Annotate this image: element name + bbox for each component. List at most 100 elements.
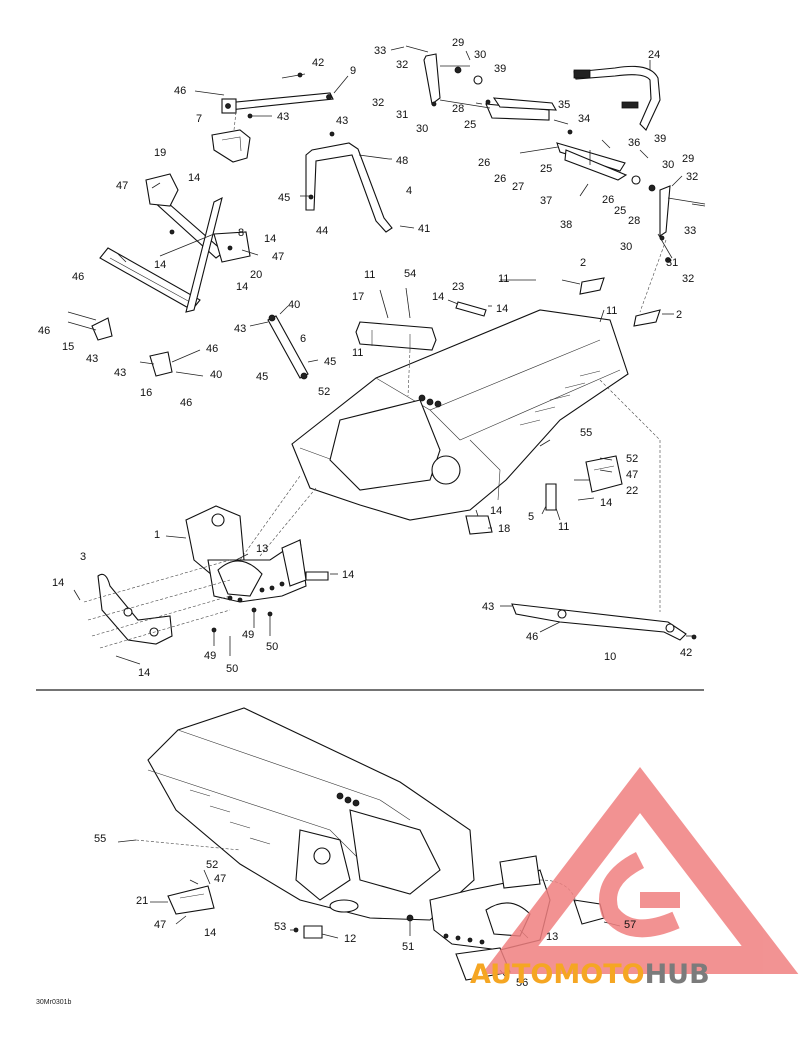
callout-label-11: 11 bbox=[558, 521, 569, 533]
callout-label-14: 14 bbox=[600, 497, 612, 509]
callout-label-16: 16 bbox=[140, 387, 152, 399]
callout-label-13: 13 bbox=[546, 931, 558, 943]
callout-label-32: 32 bbox=[682, 273, 694, 285]
callout-label-3: 3 bbox=[80, 551, 86, 563]
callout-label-29: 29 bbox=[682, 153, 694, 165]
callout-label-45: 45 bbox=[278, 192, 290, 204]
callout-label-49: 49 bbox=[242, 629, 254, 641]
callout-label-14: 14 bbox=[188, 172, 200, 184]
callout-label-52: 52 bbox=[318, 386, 330, 398]
callout-label-22: 22 bbox=[626, 485, 638, 497]
callout-label-30: 30 bbox=[474, 49, 486, 61]
callout-label-33: 33 bbox=[374, 45, 386, 57]
watermark-part-hub: HUB bbox=[645, 959, 710, 990]
main-chassis-lower bbox=[135, 707, 475, 921]
callout-label-21: 21 bbox=[136, 895, 148, 907]
watermark-logo bbox=[481, 766, 799, 974]
callout-label-30: 30 bbox=[662, 159, 674, 171]
callout-label-53: 53 bbox=[274, 921, 286, 933]
part-9-arm bbox=[194, 72, 349, 119]
callout-label-14: 14 bbox=[342, 569, 354, 581]
callout-label-31: 31 bbox=[666, 257, 678, 269]
callout-label-42: 42 bbox=[312, 57, 324, 69]
callout-label-45: 45 bbox=[324, 356, 336, 368]
callout-label-52: 52 bbox=[206, 859, 218, 871]
callout-label-47: 47 bbox=[214, 873, 226, 885]
callout-label-50: 50 bbox=[226, 663, 238, 675]
callout-label-2: 2 bbox=[580, 257, 586, 269]
callout-label-30: 30 bbox=[620, 241, 632, 253]
callout-label-25: 25 bbox=[464, 119, 476, 131]
callout-label-34: 34 bbox=[578, 113, 590, 125]
callout-label-24: 24 bbox=[648, 49, 660, 61]
callout-label-7: 7 bbox=[196, 113, 202, 125]
callout-label-9: 9 bbox=[350, 65, 356, 77]
callout-label-47: 47 bbox=[272, 251, 284, 263]
callout-label-15: 15 bbox=[62, 341, 74, 353]
callout-label-14: 14 bbox=[204, 927, 216, 939]
callout-label-50: 50 bbox=[266, 641, 278, 653]
part-10-arm bbox=[500, 603, 697, 641]
callout-label-20: 20 bbox=[250, 269, 262, 281]
callout-label-12: 12 bbox=[344, 933, 356, 945]
callout-label-33: 33 bbox=[684, 225, 696, 237]
callout-label-46: 46 bbox=[72, 271, 84, 283]
callout-label-32: 32 bbox=[372, 97, 384, 109]
callout-label-25: 25 bbox=[614, 205, 626, 217]
callout-label-45: 45 bbox=[256, 371, 268, 383]
callout-label-38: 38 bbox=[560, 219, 572, 231]
callout-label-40: 40 bbox=[288, 299, 300, 311]
leader-lines bbox=[73, 46, 706, 981]
callout-label-14: 14 bbox=[490, 505, 502, 517]
callout-label-46: 46 bbox=[526, 631, 538, 643]
callout-label-11: 11 bbox=[498, 273, 509, 285]
watermark-text: AUTOMOTOHUB bbox=[470, 959, 710, 990]
callout-label-32: 32 bbox=[686, 171, 698, 183]
watermark-part-moto: MOTO bbox=[553, 959, 644, 990]
callout-label-28: 28 bbox=[628, 215, 640, 227]
callout-label-46: 46 bbox=[206, 343, 218, 355]
callout-label-14: 14 bbox=[154, 259, 166, 271]
callout-label-43: 43 bbox=[86, 353, 98, 365]
callout-label-43: 43 bbox=[234, 323, 246, 335]
callout-label-39: 39 bbox=[654, 133, 666, 145]
callout-label-14: 14 bbox=[432, 291, 444, 303]
watermark-part-auto: AUTO bbox=[470, 959, 553, 990]
part-4-loop bbox=[300, 131, 415, 233]
part-49-50-bolts bbox=[211, 607, 273, 656]
callout-label-14: 14 bbox=[236, 281, 248, 293]
callout-label-32: 32 bbox=[396, 59, 408, 71]
callout-label-1: 1 bbox=[154, 529, 160, 541]
callout-label-46: 46 bbox=[174, 85, 186, 97]
callout-label-10: 10 bbox=[604, 651, 616, 663]
main-chassis-upper bbox=[291, 309, 661, 612]
callout-label-11: 11 bbox=[606, 305, 617, 317]
callout-label-46: 46 bbox=[38, 325, 50, 337]
callout-label-29: 29 bbox=[452, 37, 464, 49]
callout-label-44: 44 bbox=[316, 225, 328, 237]
callout-label-43: 43 bbox=[482, 601, 494, 613]
callout-label-46: 46 bbox=[180, 397, 192, 409]
callout-label-42: 42 bbox=[680, 647, 692, 659]
callout-label-14: 14 bbox=[496, 303, 508, 315]
callout-label-27: 27 bbox=[512, 181, 524, 193]
callout-label-26: 26 bbox=[494, 173, 506, 185]
callout-label-55: 55 bbox=[580, 427, 592, 439]
callout-label-8: 8 bbox=[238, 227, 244, 239]
callout-label-54: 54 bbox=[404, 268, 416, 280]
catalog-code: 30Mr0301b bbox=[36, 999, 72, 1006]
callout-label-6: 6 bbox=[300, 333, 306, 345]
part-21-bracket bbox=[150, 885, 215, 925]
part-7-bracket bbox=[211, 111, 251, 163]
callout-label-43: 43 bbox=[114, 367, 126, 379]
part-24-handle bbox=[573, 60, 661, 131]
part-17-23-2 bbox=[355, 277, 661, 351]
callout-label-55: 55 bbox=[94, 833, 106, 845]
callout-label-25: 25 bbox=[540, 163, 552, 175]
callout-label-43: 43 bbox=[277, 111, 289, 123]
callout-label-41: 41 bbox=[418, 223, 430, 235]
callout-label-31: 31 bbox=[396, 109, 408, 121]
